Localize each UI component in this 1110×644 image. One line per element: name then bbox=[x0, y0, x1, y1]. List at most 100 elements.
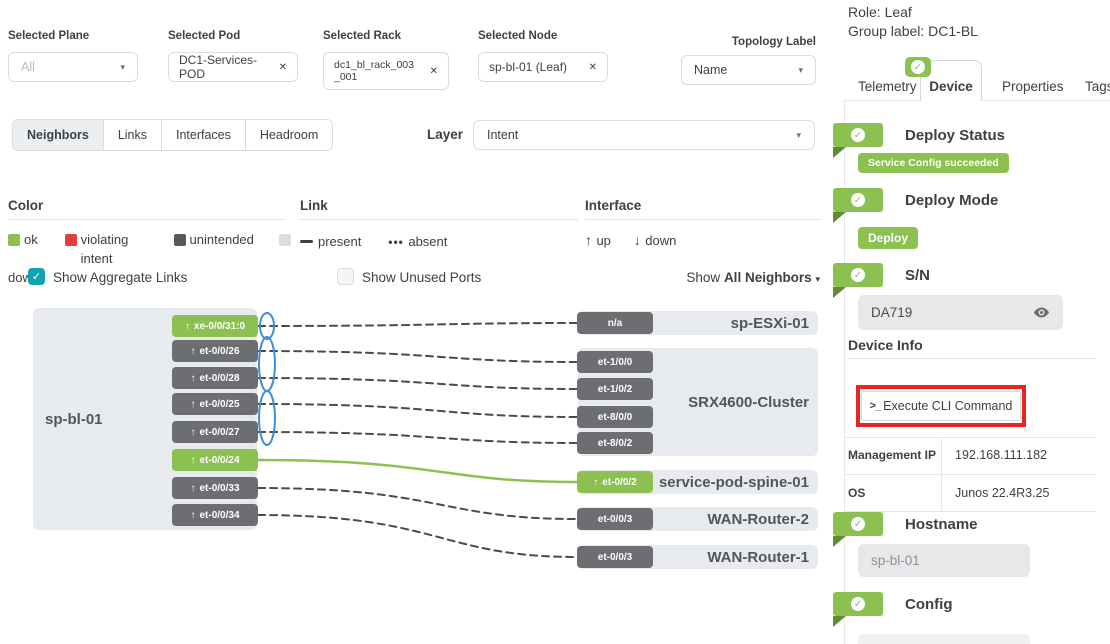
legend-link-title: Link bbox=[300, 198, 578, 220]
selected-pod-chip[interactable]: DC1-Services-POD ✕ bbox=[168, 52, 298, 82]
selected-node-label: Selected Node bbox=[478, 30, 558, 42]
show-unused-ports-checkbox[interactable] bbox=[337, 268, 354, 285]
column-divider bbox=[941, 437, 942, 511]
device-info-underline bbox=[848, 358, 1096, 359]
up-label: up bbox=[596, 233, 611, 248]
ok-label: ok bbox=[24, 232, 38, 247]
deploy-mode-ribbon: ✓ bbox=[833, 188, 883, 223]
port-pill[interactable]: n/a bbox=[577, 312, 653, 334]
tabbar-line bbox=[844, 100, 920, 101]
port-label: xe-0/0/31:0 bbox=[193, 320, 246, 332]
sn-ribbon: ✓ bbox=[833, 263, 883, 298]
show-aggregate-links-checkbox[interactable]: ✓ bbox=[28, 268, 45, 285]
config-ribbon: ✓ bbox=[833, 592, 883, 627]
port-pill[interactable]: ↑et-0/0/25 bbox=[172, 393, 258, 415]
port-label: et-8/0/2 bbox=[597, 437, 633, 449]
layer-select[interactable]: Intent ▾ bbox=[473, 120, 815, 150]
selected-rack-chip[interactable]: dc1_bl_rack_003_001 ✕ bbox=[323, 52, 449, 90]
port-pill[interactable]: et-0/0/3 bbox=[577, 546, 653, 568]
group-label-text: Group label: DC1-BL bbox=[848, 23, 978, 39]
check-icon: ✓ bbox=[911, 60, 925, 74]
device-status-badge: ✓ bbox=[905, 57, 931, 77]
port-pill[interactable]: ↑et-0/0/27 bbox=[172, 421, 258, 443]
show-neighbors-dropdown[interactable]: Show All Neighbors ▾ bbox=[600, 270, 820, 285]
legend-interface-title: Interface bbox=[585, 198, 820, 220]
port-pill[interactable]: et-8/0/0 bbox=[577, 406, 653, 428]
up-arrow-icon: ↑ bbox=[184, 320, 190, 332]
selected-node-chip[interactable]: sp-bl-01 (Leaf) ✕ bbox=[478, 52, 608, 82]
port-label: et-0/0/24 bbox=[199, 454, 240, 466]
config-content-cutoff bbox=[858, 634, 1030, 644]
port-label: et-0/0/3 bbox=[597, 551, 633, 563]
up-arrow-icon: ↑ bbox=[190, 509, 196, 521]
port-pill[interactable]: et-0/0/3 bbox=[577, 508, 653, 530]
tab-tags[interactable]: Tags bbox=[1085, 79, 1110, 94]
tab-properties[interactable]: Properties bbox=[1002, 79, 1064, 94]
link-ok[interactable] bbox=[257, 458, 578, 484]
selected-plane-select[interactable]: All ▾ bbox=[8, 52, 138, 82]
row-divider bbox=[844, 474, 1096, 475]
port-pill[interactable]: ↑et-0/0/24 bbox=[172, 449, 258, 471]
cli-annotation-box: >_ Execute CLI Command bbox=[856, 385, 1026, 427]
port-label: et-0/0/34 bbox=[199, 509, 240, 521]
check-icon: ✓ bbox=[851, 517, 865, 531]
selected-rack-label: Selected Rack bbox=[323, 30, 401, 42]
port-label: et-0/0/33 bbox=[199, 482, 240, 494]
sn-field[interactable]: DA719 bbox=[858, 295, 1063, 330]
topology-label-select[interactable]: Name ▾ bbox=[681, 55, 816, 85]
port-pill[interactable]: et-8/0/2 bbox=[577, 432, 653, 454]
tab-interfaces[interactable]: Interfaces bbox=[162, 120, 246, 150]
present-line-icon bbox=[300, 240, 313, 243]
port-pill[interactable]: ↑et-0/0/28 bbox=[172, 367, 258, 389]
port-pill[interactable]: ↑et-0/0/33 bbox=[172, 477, 258, 499]
layer-label: Layer bbox=[427, 127, 464, 142]
port-pill[interactable]: ↑et-0/0/34 bbox=[172, 504, 258, 526]
close-icon[interactable]: ✕ bbox=[429, 65, 438, 77]
up-arrow-icon: ↑ bbox=[190, 482, 196, 494]
port-pill[interactable]: et-1/0/2 bbox=[577, 378, 653, 400]
check-icon: ✓ bbox=[851, 128, 865, 142]
port-pill[interactable]: ↑et-0/0/26 bbox=[172, 340, 258, 362]
info-row-label: Management IP bbox=[848, 448, 937, 462]
node-name: WAN-Router-1 bbox=[707, 548, 809, 566]
tab-neighbors[interactable]: Neighbors bbox=[13, 120, 104, 150]
close-icon[interactable]: ✕ bbox=[278, 61, 287, 73]
tab-telemetry[interactable]: Telemetry bbox=[858, 79, 917, 94]
tab-links[interactable]: Links bbox=[103, 120, 162, 150]
tab-device[interactable]: Device bbox=[929, 79, 973, 94]
hostname-value: sp-bl-01 bbox=[871, 553, 920, 568]
eye-icon[interactable] bbox=[1033, 304, 1050, 321]
row-divider bbox=[844, 437, 1096, 438]
panel-border bbox=[844, 100, 845, 644]
config-title: Config bbox=[905, 596, 953, 613]
selected-pod-value: DC1-Services-POD bbox=[179, 53, 258, 81]
deploy-mode-title: Deploy Mode bbox=[905, 192, 999, 209]
close-icon[interactable]: ✕ bbox=[588, 61, 597, 73]
up-arrow-icon: ↑ bbox=[593, 476, 599, 488]
up-arrow-icon: ↑ bbox=[190, 426, 196, 438]
execute-cli-button[interactable]: >_ Execute CLI Command bbox=[860, 391, 1022, 421]
hostname-field[interactable]: sp-bl-01 bbox=[858, 544, 1030, 577]
port-label: et-0/0/27 bbox=[199, 426, 240, 438]
tabbar-line bbox=[982, 100, 1110, 101]
down-swatch bbox=[278, 234, 291, 246]
port-label: n/a bbox=[607, 317, 623, 329]
node-name: service-pod-spine-01 bbox=[658, 473, 809, 491]
deploy-mode-badge[interactable]: Deploy bbox=[858, 227, 919, 249]
deploy-status-ribbon: ✓ bbox=[833, 123, 883, 158]
present-label: present bbox=[318, 234, 362, 249]
unintended-label: unintended bbox=[189, 232, 254, 247]
up-arrow-icon: ↑ bbox=[585, 232, 592, 248]
up-arrow-icon: ↑ bbox=[190, 454, 196, 466]
aggregate-link-ellipses bbox=[258, 312, 276, 446]
device-info-title: Device Info bbox=[848, 337, 923, 353]
show-unused-ports-label: Show Unused Ports bbox=[362, 270, 482, 285]
port-pill[interactable]: ↑xe-0/0/31:0 bbox=[172, 315, 258, 337]
tab-headroom[interactable]: Headroom bbox=[245, 120, 333, 150]
port-pill[interactable]: ↑et-0/0/2 bbox=[577, 471, 653, 493]
port-label: et-0/0/26 bbox=[199, 345, 240, 357]
hostname-title: Hostname bbox=[905, 516, 978, 533]
ok-swatch bbox=[8, 234, 20, 246]
port-pill[interactable]: et-1/0/0 bbox=[577, 351, 653, 373]
